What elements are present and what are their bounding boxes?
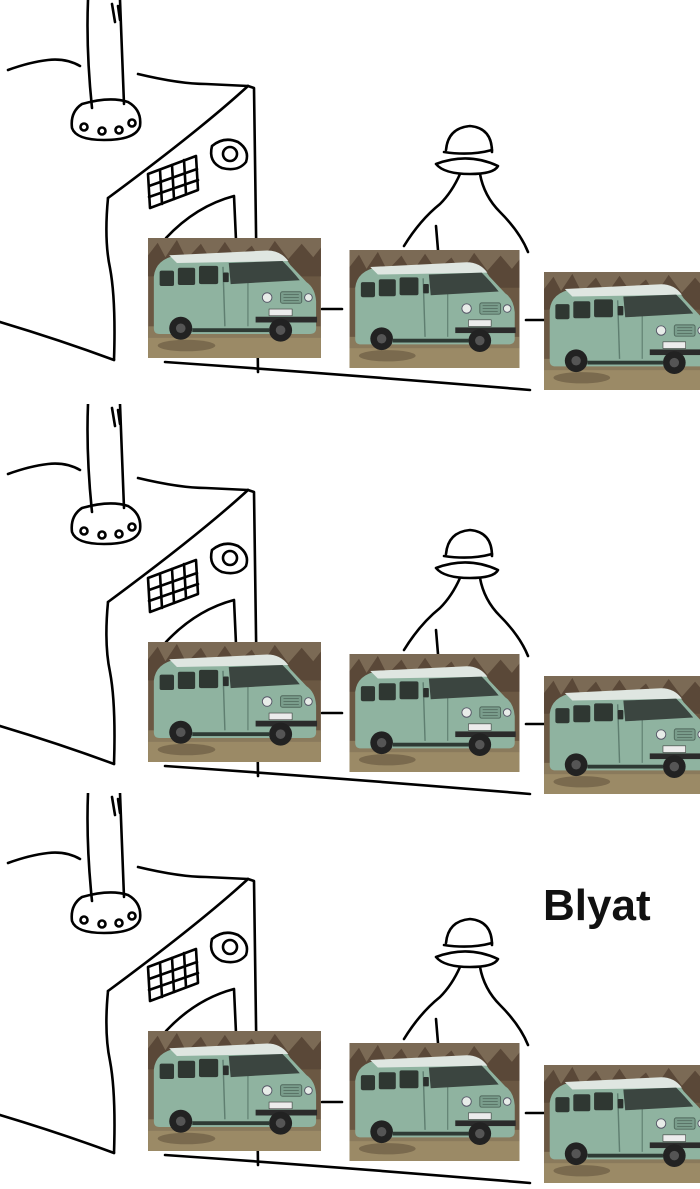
drawing-scene-3 bbox=[0, 793, 700, 1189]
caption-text: Blyat bbox=[543, 881, 651, 930]
drawing-scene-1 bbox=[0, 0, 700, 396]
panel-1 bbox=[0, 0, 700, 396]
panel-3 bbox=[0, 793, 700, 1189]
panel-2 bbox=[0, 404, 700, 800]
drawing-scene-2 bbox=[0, 404, 700, 800]
